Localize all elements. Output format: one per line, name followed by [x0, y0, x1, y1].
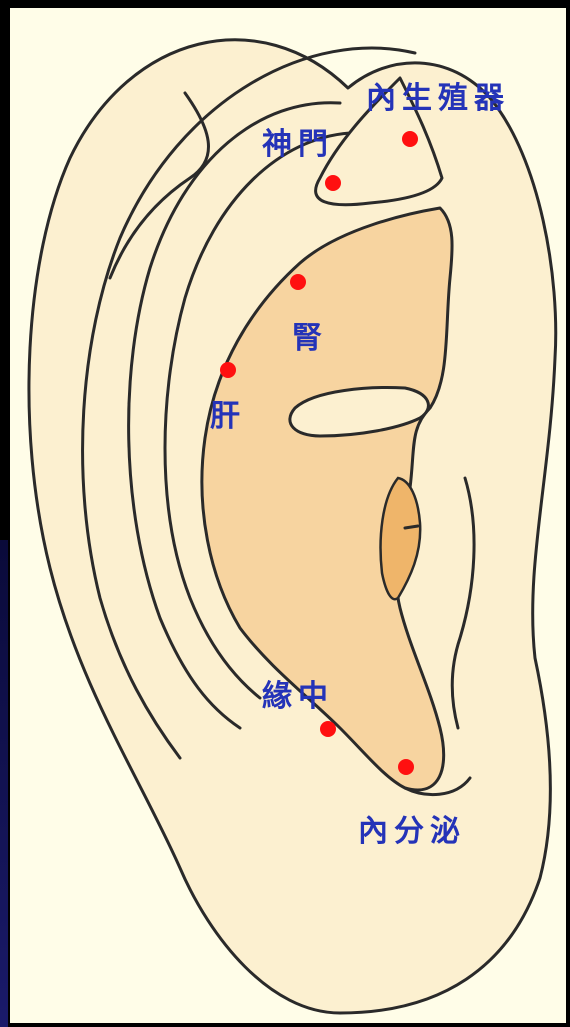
endocrine-point: [398, 759, 414, 775]
tragus-line: [405, 526, 418, 528]
shenmen-point: [325, 175, 341, 191]
liver-point: [220, 362, 236, 378]
yuanzhong-label: 緣中: [262, 679, 334, 714]
ear-diagram: 內生殖器 神門 腎 肝 緣中 內分泌: [10, 8, 566, 1023]
diagram-panel: 內生殖器 神門 腎 肝 緣中 內分泌: [10, 8, 566, 1023]
genital-label: 內生殖器: [366, 81, 510, 116]
kidney-point: [290, 274, 306, 290]
liver-label: 肝: [210, 399, 246, 434]
shenmen-label: 神門: [262, 127, 334, 162]
endocrine-label: 內分泌: [358, 814, 466, 849]
kidney-label: 腎: [292, 321, 328, 356]
genital-point: [402, 131, 418, 147]
yuanzhong-point: [320, 721, 336, 737]
left-edge-strip: [0, 540, 8, 1027]
